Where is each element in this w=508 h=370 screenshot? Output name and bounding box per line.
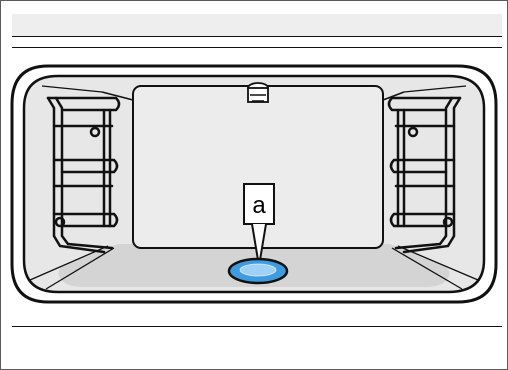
top-knob — [248, 83, 268, 102]
callout-label: a — [252, 192, 266, 219]
drain-opening — [229, 259, 287, 283]
